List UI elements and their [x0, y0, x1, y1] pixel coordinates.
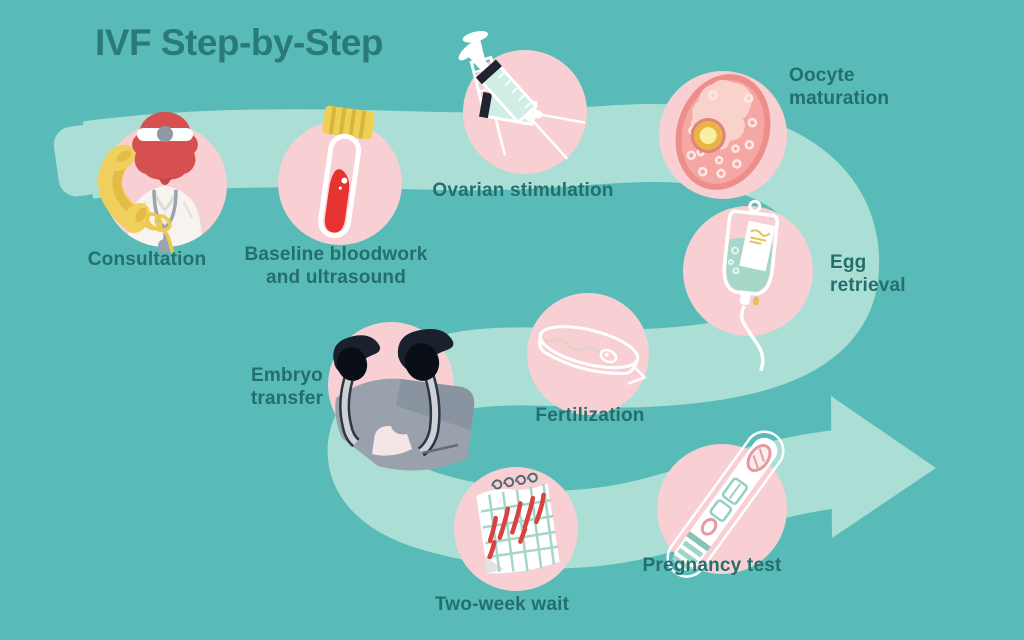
page-title: IVF Step-by-Step	[95, 22, 384, 63]
step-label-baseline-bloodwork: Baseline bloodwork and ultrasound	[244, 244, 428, 288]
microscope-head	[333, 329, 475, 471]
syringe-mint-main	[458, 40, 569, 160]
calendar-day-marks	[487, 492, 546, 560]
step-label-two-week-wait: Two-week wait	[434, 594, 570, 615]
doctor-head	[132, 112, 198, 185]
step-oocyte-maturation	[638, 40, 808, 240]
step-label-consultation: Consultation	[87, 249, 207, 270]
sperm-tail	[543, 338, 602, 356]
step-fertilization	[503, 259, 673, 459]
flow-arrow-head	[831, 396, 936, 538]
oocyte-cell-icon	[659, 71, 787, 199]
blood-test-tube	[318, 105, 375, 239]
petri-dish-sperm-icon	[527, 293, 649, 415]
phone-cord	[142, 212, 175, 254]
step-two-week-wait	[431, 434, 601, 634]
step-label-oocyte-maturation: Oocyte maturation	[789, 65, 890, 109]
oocyte-cell	[675, 74, 771, 190]
step-ovarian-stimulation	[440, 17, 610, 217]
iv-tube	[739, 304, 765, 372]
calendar-sheet	[476, 472, 560, 574]
sperm-head	[599, 348, 618, 364]
step-label-ovarian-stimulation: Ovarian stimulation	[432, 180, 614, 201]
step-pregnancy-test	[637, 414, 807, 614]
iv-bag	[722, 199, 779, 372]
step-embryo-transfer	[306, 290, 476, 490]
calendar-icon	[454, 467, 578, 591]
petri-dish	[538, 325, 647, 385]
step-baseline-bloodwork	[255, 88, 425, 288]
step-label-pregnancy-test: Pregnancy test	[642, 555, 782, 576]
microscope-icon	[328, 322, 475, 471]
step-egg-retrieval	[663, 176, 833, 376]
syringes-icon	[458, 31, 587, 174]
iv-bag-icon	[683, 199, 813, 372]
step-label-embryo-transfer: Embryo transfer	[250, 365, 324, 409]
step-label-fertilization: Fertilization	[535, 405, 645, 426]
step-consultation	[80, 90, 250, 290]
blood-test-tube-icon	[278, 105, 402, 245]
doctor-phone-icon	[98, 112, 227, 254]
step-label-egg-retrieval: Egg retrieval	[830, 252, 906, 296]
telephone-handset	[98, 144, 151, 234]
pregnancy-test-icon	[657, 430, 787, 578]
pregnancy-test-stick	[666, 430, 785, 578]
